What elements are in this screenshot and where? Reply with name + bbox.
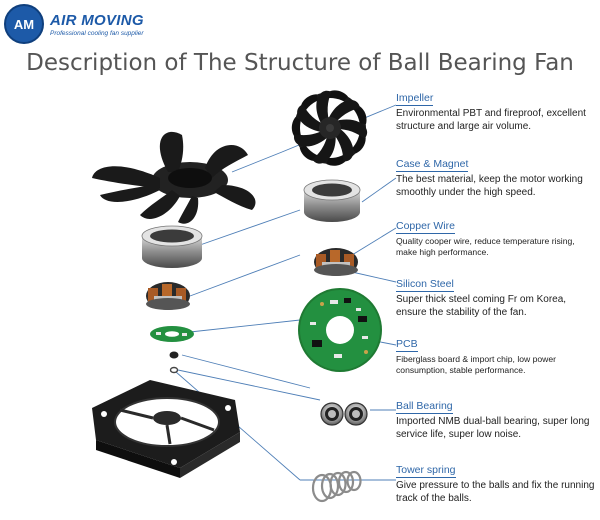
leader-line-bearing-a (181, 354, 311, 389)
part-pcb-name: PCB (396, 338, 418, 352)
part-copper-wire-name: Copper Wire (396, 220, 455, 234)
part-copper-wire-text: Quality cooper wire, reduce temperature … (396, 236, 575, 257)
part-ball-bearing-text: Imported NMB dual-ball bearing, super lo… (396, 416, 590, 440)
leader-line-case (361, 177, 397, 203)
part-impeller-name: Impeller (396, 92, 434, 106)
stator-left (146, 282, 190, 310)
case-ring (141, 225, 203, 268)
part-ball-bearing-name: Ball Bearing (396, 400, 453, 414)
part-silicon-steel-text: Super thick steel coming Fr om Korea, en… (396, 294, 567, 318)
stator-right (314, 248, 358, 276)
logo-badge: AM (4, 4, 44, 44)
logo-tagline: Professional cooling fan supplier (50, 29, 144, 37)
part-impeller-text: Environmental PBT and fireproof, excelle… (396, 108, 586, 132)
leader-line-steel (351, 271, 397, 283)
part-ball-bearing: Ball Bearing Imported NMB dual-ball bear… (396, 396, 596, 441)
pcb-small (150, 326, 194, 342)
part-case-magnet: Case & Magnet The best material, keep th… (396, 154, 596, 199)
pcb-board (298, 288, 382, 372)
part-impeller: Impeller Environmental PBT and fireproof… (396, 88, 596, 133)
leader-line-bearing-b (177, 369, 321, 401)
magnet-ring (303, 179, 361, 222)
part-case-magnet-name: Case & Magnet (396, 158, 469, 172)
part-pcb-text: Fiberglass board & import chip, low powe… (396, 354, 557, 375)
part-silicon-steel-name: Silicon Steel (396, 278, 454, 292)
part-tower-spring: Tower spring Give pressure to the balls … (396, 460, 596, 505)
impeller-perspective (92, 131, 256, 224)
tower-spring (311, 470, 362, 503)
impeller-front (291, 90, 367, 166)
fan-frame (92, 380, 240, 478)
part-pcb: PCB Fiberglass board & import chip, low … (396, 334, 596, 376)
part-copper-wire: Copper Wire Quality cooper wire, reduce … (396, 216, 596, 258)
part-case-magnet-text: The best material, keep the motor workin… (396, 174, 583, 198)
leader-line-impeller (231, 151, 283, 173)
page-title: Description of The Structure of Ball Bea… (26, 50, 574, 76)
leader-line-copper (351, 227, 397, 256)
brand-logo: AM AIR MOVING Professional cooling fan s… (4, 4, 144, 44)
part-silicon-steel: Silicon Steel Super thick steel coming F… (396, 274, 596, 319)
part-tower-spring-name: Tower spring (396, 464, 456, 478)
part-tower-spring-text: Give pressure to the balls and fix the r… (396, 480, 595, 504)
logo-name: AIR MOVING (50, 11, 144, 29)
bearing-small-parts (169, 351, 179, 374)
ball-bearings (320, 402, 368, 426)
logo-text: AIR MOVING Professional cooling fan supp… (50, 12, 144, 37)
